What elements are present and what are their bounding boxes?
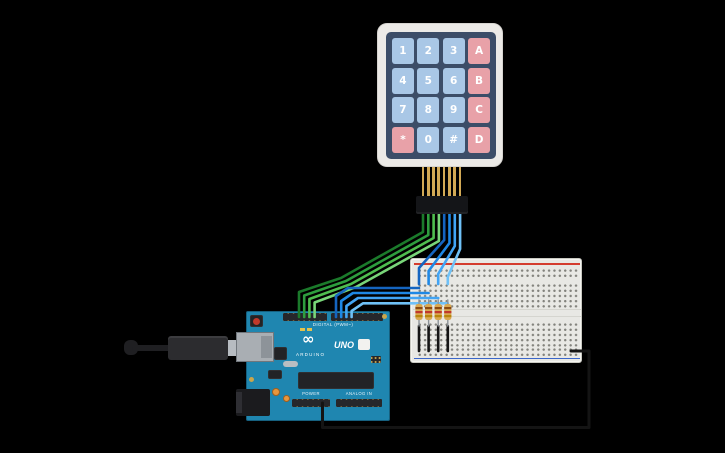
- wire-col-to-arduino-1[interactable]: [334, 286, 421, 319]
- keypad-key-A[interactable]: A: [468, 38, 490, 65]
- arduino-brand-text: ARDUINO: [296, 352, 326, 357]
- wire-col-to-arduino-4[interactable]: [350, 302, 450, 319]
- resistor-4[interactable]: [444, 299, 452, 327]
- keypad-key-3[interactable]: 3: [442, 38, 465, 65]
- connector-pin-3[interactable]: [432, 167, 435, 197]
- keypad-key-*[interactable]: *: [392, 126, 414, 153]
- connector-pin-7[interactable]: [453, 167, 457, 197]
- breadboard-center-gap-top: [413, 309, 581, 310]
- breadboard-bottom-rail-holes[interactable]: [416, 345, 578, 357]
- resistor-1[interactable]: [415, 299, 423, 327]
- usb-plug-body: [168, 336, 228, 360]
- capacitor-2: [283, 395, 290, 402]
- arduino-model-text: UNO: [334, 340, 354, 350]
- voltage-regulator: [268, 370, 282, 379]
- keypad-key-5[interactable]: 5: [417, 67, 440, 94]
- usb-cable[interactable]: [124, 336, 246, 364]
- usb-interface-chip: [274, 347, 287, 360]
- keypad-key-9[interactable]: 9: [442, 97, 465, 124]
- connector-pin-4[interactable]: [437, 167, 441, 197]
- wire-keypad-row-2[interactable]: [302, 211, 430, 319]
- wire-keypad-col-3[interactable]: [436, 211, 457, 286]
- power-label: POWER: [302, 391, 320, 396]
- reset-button-cap: [253, 317, 260, 325]
- icsp-header[interactable]: [371, 356, 381, 363]
- resistor-2[interactable]: [425, 299, 433, 327]
- keypad-key-4[interactable]: 4: [392, 67, 414, 94]
- usb-socket-opening: [261, 336, 272, 358]
- wire-keypad-row-1[interactable]: [297, 211, 425, 319]
- wire-col-to-arduino-2[interactable]: [339, 291, 430, 319]
- wire-keypad-col-1[interactable]: [417, 211, 446, 286]
- crystal-oscillator: [283, 361, 298, 367]
- analog-header[interactable]: [336, 399, 382, 407]
- keypad-key-2[interactable]: 2: [417, 38, 440, 65]
- wire-keypad-row-3[interactable]: [308, 211, 435, 319]
- wire-keypad-col-2[interactable]: [427, 211, 451, 286]
- power-jack: [236, 389, 270, 416]
- digital-label: DIGITAL (PWM~): [312, 322, 354, 327]
- mounting-hole-1: [382, 314, 387, 319]
- connector-pin-1[interactable]: [421, 167, 425, 197]
- breadboard-top-rail-holes[interactable]: [416, 267, 578, 277]
- wire-keypad-col-4[interactable]: [446, 211, 462, 286]
- connector-pin-5[interactable]: [442, 167, 446, 197]
- led-rx: [307, 328, 312, 331]
- keypad-key-D[interactable]: D: [468, 126, 490, 153]
- breadboard-center-gap-bottom: [413, 316, 581, 317]
- atmega-chip: [298, 372, 374, 389]
- keypad-key-1[interactable]: 1: [392, 38, 414, 65]
- wire-ground-loop[interactable]: [321, 349, 591, 429]
- usb-socket: [236, 332, 274, 362]
- breadboard-bottom-grid-holes[interactable]: [416, 321, 578, 347]
- power-jack-opening: [236, 392, 242, 413]
- connector-pin-8[interactable]: [458, 167, 462, 197]
- keypad-key-0[interactable]: 0: [417, 126, 440, 153]
- digital-header-right[interactable]: [331, 313, 383, 321]
- keypad-key-#[interactable]: #: [442, 126, 465, 153]
- keypad-key-8[interactable]: 8: [417, 97, 440, 124]
- power-header[interactable]: [292, 399, 330, 407]
- keypad-key-B[interactable]: B: [468, 67, 490, 94]
- usb-cable-cord: [132, 345, 176, 351]
- keypad-key-6[interactable]: 6: [442, 67, 465, 94]
- keypad-connector-pins: [421, 167, 462, 197]
- keypad-connector-housing[interactable]: [416, 196, 468, 214]
- keypad-key-C[interactable]: C: [468, 97, 490, 124]
- breadboard-positive-rail-line: [414, 263, 580, 265]
- resistor-3[interactable]: [434, 299, 442, 327]
- arduino-logo-icon: ∞: [302, 330, 315, 348]
- usb-cable-end: [124, 340, 138, 355]
- led-tx: [300, 328, 305, 331]
- breadboard-negative-rail-line: [414, 357, 580, 360]
- analog-label: ANALOG IN: [345, 391, 373, 396]
- keypad-key-7[interactable]: 7: [392, 97, 414, 124]
- wire-col-to-arduino-3[interactable]: [345, 296, 440, 319]
- capacitor-1: [272, 388, 280, 396]
- connector-pin-2[interactable]: [426, 167, 430, 197]
- connector-pin-6[interactable]: [447, 167, 451, 197]
- reset-button[interactable]: [250, 315, 263, 327]
- mounting-hole-2: [249, 377, 254, 382]
- uno-white-badge: [358, 339, 370, 350]
